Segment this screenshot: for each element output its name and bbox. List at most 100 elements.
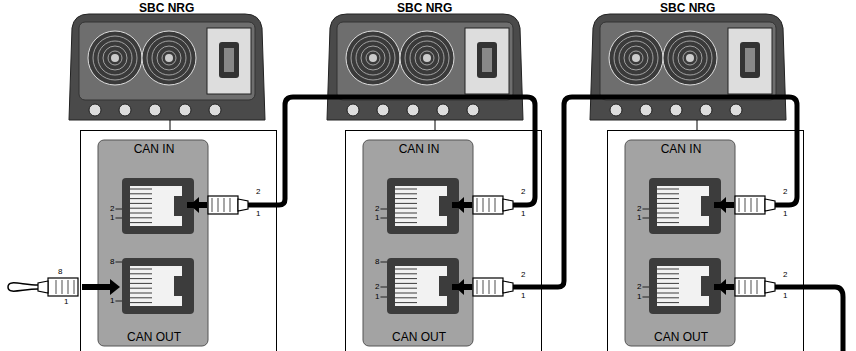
fan-ring (668, 36, 712, 80)
port-label: CAN IN (364, 143, 474, 155)
jack-contact (130, 278, 152, 279)
plug-ridge (212, 198, 213, 212)
pin-number: 2 (110, 205, 114, 213)
power-socket (219, 42, 239, 78)
jack-contact (395, 269, 417, 270)
pin-number: 1 (521, 210, 525, 218)
fan (663, 31, 717, 85)
recess (337, 22, 513, 100)
jack-contact (395, 198, 417, 199)
housing (590, 14, 786, 120)
cable (513, 285, 542, 290)
jack-contact (395, 293, 417, 294)
pin-number: 1 (637, 293, 641, 301)
jack-contact (395, 203, 417, 204)
port-label: CAN OUT (99, 331, 209, 343)
fan-hub (423, 54, 431, 62)
jack-contact (130, 198, 152, 199)
jack-contact (657, 213, 679, 214)
pin-number: 2 (637, 205, 641, 213)
fan-ring (629, 51, 643, 65)
plug-ridge (218, 198, 219, 212)
plug-boot (238, 199, 248, 211)
fan-hub (165, 54, 173, 62)
pin-number: 2 (783, 271, 787, 279)
jack-contact (395, 273, 417, 274)
jack-contact (395, 189, 417, 190)
pin-tick (115, 209, 122, 210)
plug-ridge (56, 280, 57, 294)
plug-ridge (483, 280, 484, 294)
pin-number: 2 (375, 283, 379, 291)
fan-hub (686, 54, 694, 62)
fan-ring (152, 41, 186, 75)
jack-contact (130, 203, 152, 204)
jack-contact (657, 293, 679, 294)
connector-panel (363, 140, 473, 346)
pin-number: 1 (110, 214, 114, 222)
cable-gland (467, 104, 479, 116)
pin-number: 1 (375, 214, 379, 222)
cable-gland (610, 104, 622, 116)
plug-body (48, 278, 78, 296)
jack-contact (657, 203, 679, 204)
leader-line (697, 120, 698, 130)
plug-ridge (757, 280, 758, 294)
jack-contact (130, 297, 152, 298)
rj45-jack (122, 178, 194, 234)
leader-line (170, 120, 171, 130)
jack-latch (439, 276, 451, 296)
pin-tick (115, 218, 122, 219)
jack-contact (395, 193, 417, 194)
cable-gland (347, 104, 359, 116)
device-rear-view (590, 14, 786, 130)
fan-ring (614, 36, 658, 80)
plug-boot (503, 281, 513, 293)
pin-number: 2 (521, 271, 525, 279)
jack-contact (657, 198, 679, 199)
fan-ring (103, 46, 127, 70)
fan-ring (683, 51, 697, 65)
terminator-plug (8, 278, 120, 296)
device-rear-view (327, 14, 523, 130)
cable (277, 97, 535, 205)
leader-line (435, 120, 436, 130)
fan (88, 31, 142, 85)
housing (327, 14, 523, 120)
pin-tick (380, 287, 387, 288)
jack-contact (130, 189, 152, 190)
fan-ring (678, 46, 702, 70)
plug-ridge (739, 280, 740, 294)
rj45-jack (387, 178, 459, 234)
jack-contact (130, 293, 152, 294)
jack-contact (657, 222, 679, 223)
connector-box: CAN INCAN OUT (345, 130, 542, 351)
jack-contact (657, 273, 679, 274)
rj45-plug (714, 278, 775, 296)
fan-ring (93, 36, 137, 80)
cable (775, 287, 843, 351)
connector-box: CAN INCAN OUT (80, 130, 277, 351)
pin-number: 1 (521, 292, 525, 300)
fan-ring (98, 41, 132, 75)
plug-ridge (68, 280, 69, 294)
jack-contact (657, 302, 679, 303)
insert-arrow-head (455, 197, 464, 213)
plug-ridge (489, 198, 490, 212)
jack-contact (657, 288, 679, 289)
insert-arrow-head (110, 279, 120, 295)
fan-hub (111, 54, 119, 62)
plug-ridge (224, 198, 225, 212)
jack-contact (395, 302, 417, 303)
connector-panel (98, 140, 208, 346)
plug-ridge (739, 198, 740, 212)
pin-number: 8 (375, 258, 379, 266)
plug-ridge (74, 280, 75, 294)
socket-panel (207, 28, 251, 94)
device-rear-view (69, 14, 265, 130)
cable (775, 130, 797, 205)
cable-gland (407, 104, 419, 116)
fan-ring (162, 51, 176, 65)
jack-contact (395, 283, 417, 284)
